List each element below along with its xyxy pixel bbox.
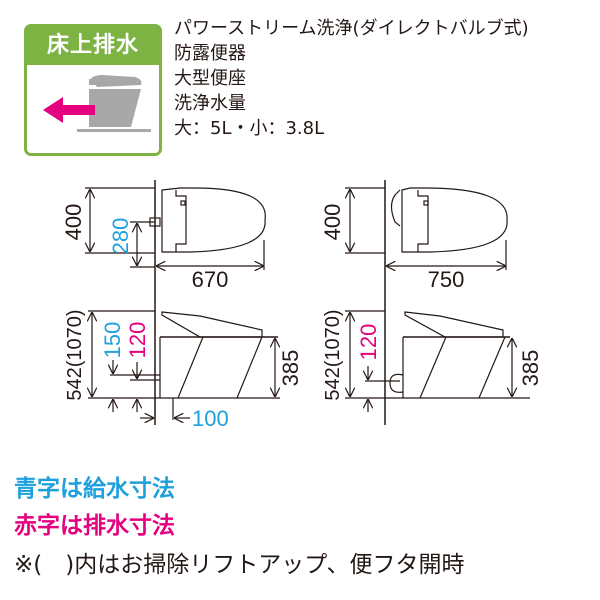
left-top-supply-label: 280	[108, 218, 133, 255]
left-top-length-label: 670	[192, 267, 229, 292]
supply-legend: 青字は給水寸法	[14, 476, 175, 502]
right-side-drain-label: 120	[356, 324, 381, 361]
footnote: ※( )内はお掃除リフトアップ、便フタ開時	[14, 552, 465, 578]
left-side-bowl-label: 385	[278, 350, 303, 387]
right-side-height-label: 542(1070)	[322, 309, 344, 400]
toilet-floor-drain-icon	[43, 75, 151, 132]
spec-flush-type: パワーストリーム洗浄(ダイレクトバルブ式)	[174, 18, 529, 39]
spec-anti-condensation: 防露便器	[174, 43, 246, 64]
left-side-drain-label: 120	[125, 322, 150, 359]
badge-title: 床上排水	[27, 27, 159, 65]
right-side-bowl-label: 385	[518, 350, 543, 387]
drain-legend: 赤字は排水寸法	[14, 513, 175, 539]
left-side-supply-label: 150	[100, 322, 125, 359]
left-side-height-label: 542(1070)	[64, 309, 86, 400]
left-side-offset-label: 100	[192, 406, 229, 431]
spec-water-label: 洗浄水量	[174, 93, 246, 114]
left-top-depth-label: 400	[61, 204, 86, 241]
spec-water-volume: 大：5L・小：3.8L	[174, 118, 325, 139]
right-top-length-label: 750	[428, 267, 465, 292]
floor-drain-badge: 床上排水	[24, 24, 162, 156]
right-top-depth-label: 400	[320, 204, 345, 241]
dimension-drawings: 400 670 400 750 542(1070) 385 542(1070) …	[61, 180, 543, 431]
spec-large-seat: 大型便座	[174, 68, 246, 89]
